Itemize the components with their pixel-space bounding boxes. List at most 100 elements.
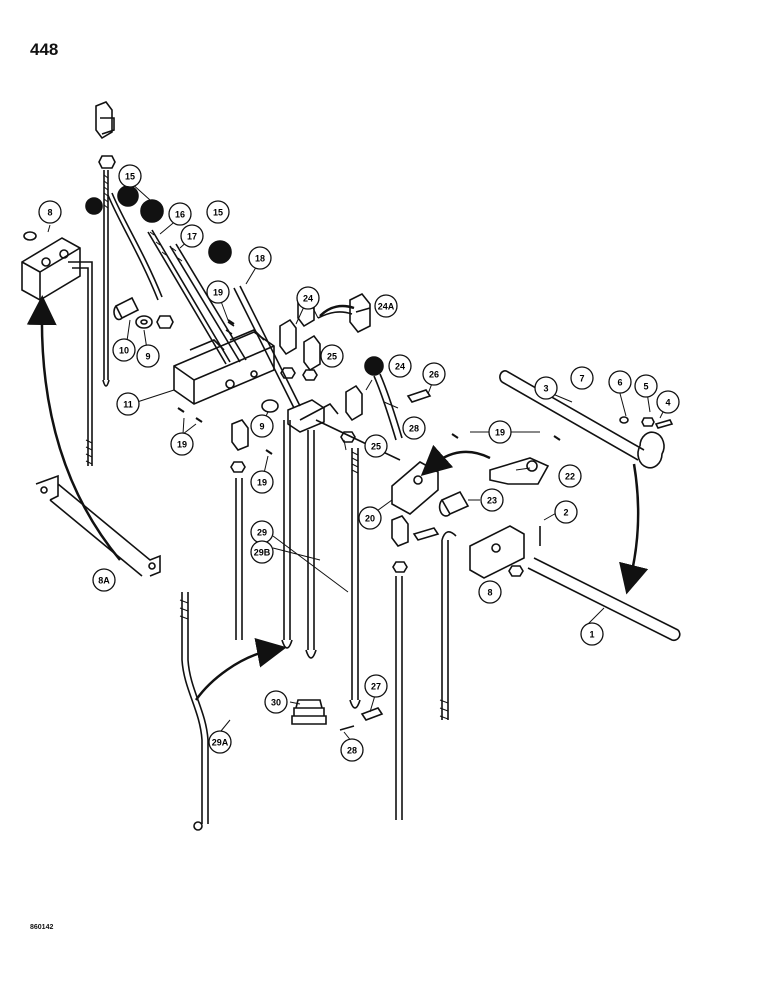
shaft-3 [499,370,645,461]
callout-circle [534,376,558,400]
callout-label: 17 [187,232,197,242]
callout-label: 24A [378,302,395,312]
callout-circle [250,540,274,564]
rod-29A [181,592,209,824]
clevis-24-d [345,384,363,422]
lever-16 [147,229,231,365]
lever-17 [169,243,247,363]
callout-c19b: 19 [170,432,194,456]
callout-c16: 16 [168,202,192,226]
callout-c8a: 8 [38,200,62,224]
callout-circle [358,506,382,530]
callout-circle [168,202,192,226]
boot-30 [291,699,327,725]
knob-24 [364,356,384,376]
bushing-23 [438,490,470,517]
callout-circle [388,354,412,378]
callout-label: 20 [365,514,375,524]
clevis-below [231,419,249,451]
callout-circle [264,690,288,714]
callout-label: 19 [495,428,505,438]
cross-block [287,399,325,433]
callout-label: 24 [395,362,405,372]
callout-c29: 29 [250,520,274,544]
rod-long-left [68,261,93,466]
lever-bent [107,192,163,301]
clevis-24A [349,292,371,334]
callout-circle [112,338,136,362]
callout-label: 28 [347,746,357,756]
drawing-code: 860142 [30,924,54,931]
callout-circle [422,362,446,386]
callout-c9a: 9 [136,344,160,368]
callout-circle [250,414,274,438]
nut-5 [641,417,655,427]
callout-circle [170,432,194,456]
callout-label: 10 [119,346,129,356]
bushing-10 [113,296,140,321]
bolt-lower [412,527,440,541]
callout-circle [180,224,204,248]
lever-28 [373,373,403,441]
rod-right-a [395,576,403,820]
knob-15-c [85,197,103,215]
callout-c20: 20 [358,506,382,530]
callout-label: 23 [487,496,497,506]
arrow-3-to-1 [619,463,649,595]
callout-label: 6 [617,378,622,388]
washer-9-center [261,399,279,413]
callout-circle [92,568,116,592]
callout-circle [656,390,680,414]
knob-15-b [140,199,164,223]
callout-label: 8 [47,208,52,218]
callout-label: 1 [589,630,594,640]
arm-22 [489,457,550,485]
callout-circle [206,200,230,224]
callout-circle [364,674,388,698]
callout-c22: 22 [558,464,582,488]
lever-18 [233,285,301,409]
callout-circle [480,488,504,512]
callout-label: 3 [543,384,548,394]
callout-circle [554,500,578,524]
callout-c5: 5 [634,374,658,398]
callout-label: 8A [98,576,110,586]
callout-c30: 30 [264,690,288,714]
callout-circle [402,416,426,440]
callout-label: 5 [643,382,648,392]
callout-c9b: 9 [250,414,274,438]
shaft-1 [527,557,681,642]
callout-label: 18 [255,254,265,264]
callout-circle [558,464,582,488]
callout-label: 24 [303,294,313,304]
callout-c25a: 25 [320,344,344,368]
callout-c2: 2 [554,500,578,524]
callout-circle [296,286,320,310]
rod-left-mid [235,478,243,640]
rod-right-b [441,531,457,720]
callout-c1: 1 [580,622,604,646]
rod-29 [283,420,291,640]
callout-c29B: 29B [250,540,274,564]
callout-c25b: 25 [364,434,388,458]
callout-c18: 18 [248,246,272,270]
callout-circle [364,434,388,458]
callout-label: 9 [145,352,150,362]
callout-c11: 11 [116,392,140,416]
callout-circle [250,470,274,494]
callout-label: 19 [257,478,267,488]
callout-circle [136,344,160,368]
callout-label: 27 [371,682,381,692]
callout-c24A: 24A [374,294,398,318]
washer-6 [619,416,629,424]
callout-circle [38,200,62,224]
callout-c8A: 8A [92,568,116,592]
callout-label: 15 [213,208,223,218]
clevis-24-a [279,318,297,356]
assembly-arrows [26,295,649,701]
callouts: 1234567888A99101115151617181919191920222… [38,164,680,762]
arrow-24A-to-24 [319,304,355,317]
callout-label: 19 [177,440,187,450]
callout-circle [634,374,658,398]
